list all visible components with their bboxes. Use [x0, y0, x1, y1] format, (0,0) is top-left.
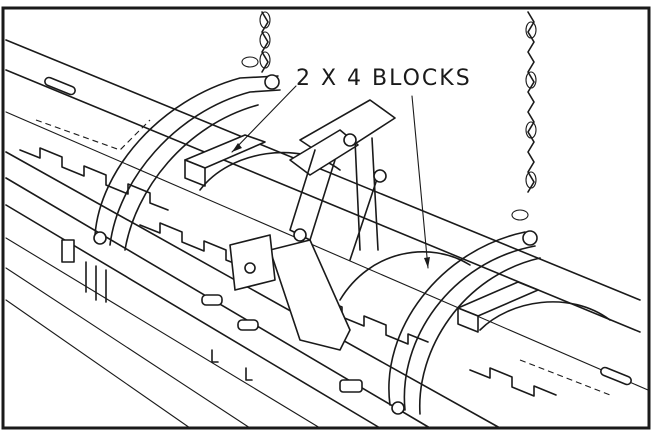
frame-border: [1, 6, 651, 430]
hidden-lines: [35, 119, 611, 396]
right-lift-arm: [339, 230, 541, 415]
center-hinge-assembly: [201, 99, 396, 381]
pins: [44, 76, 632, 386]
lifting-chains: [241, 11, 537, 221]
left-lift-arm: [61, 74, 281, 303]
blocks-callout-label: 2 X 4 BLOCKS: [296, 66, 472, 91]
wood-blocks: [184, 134, 539, 333]
callout-leaders: [231, 85, 430, 269]
